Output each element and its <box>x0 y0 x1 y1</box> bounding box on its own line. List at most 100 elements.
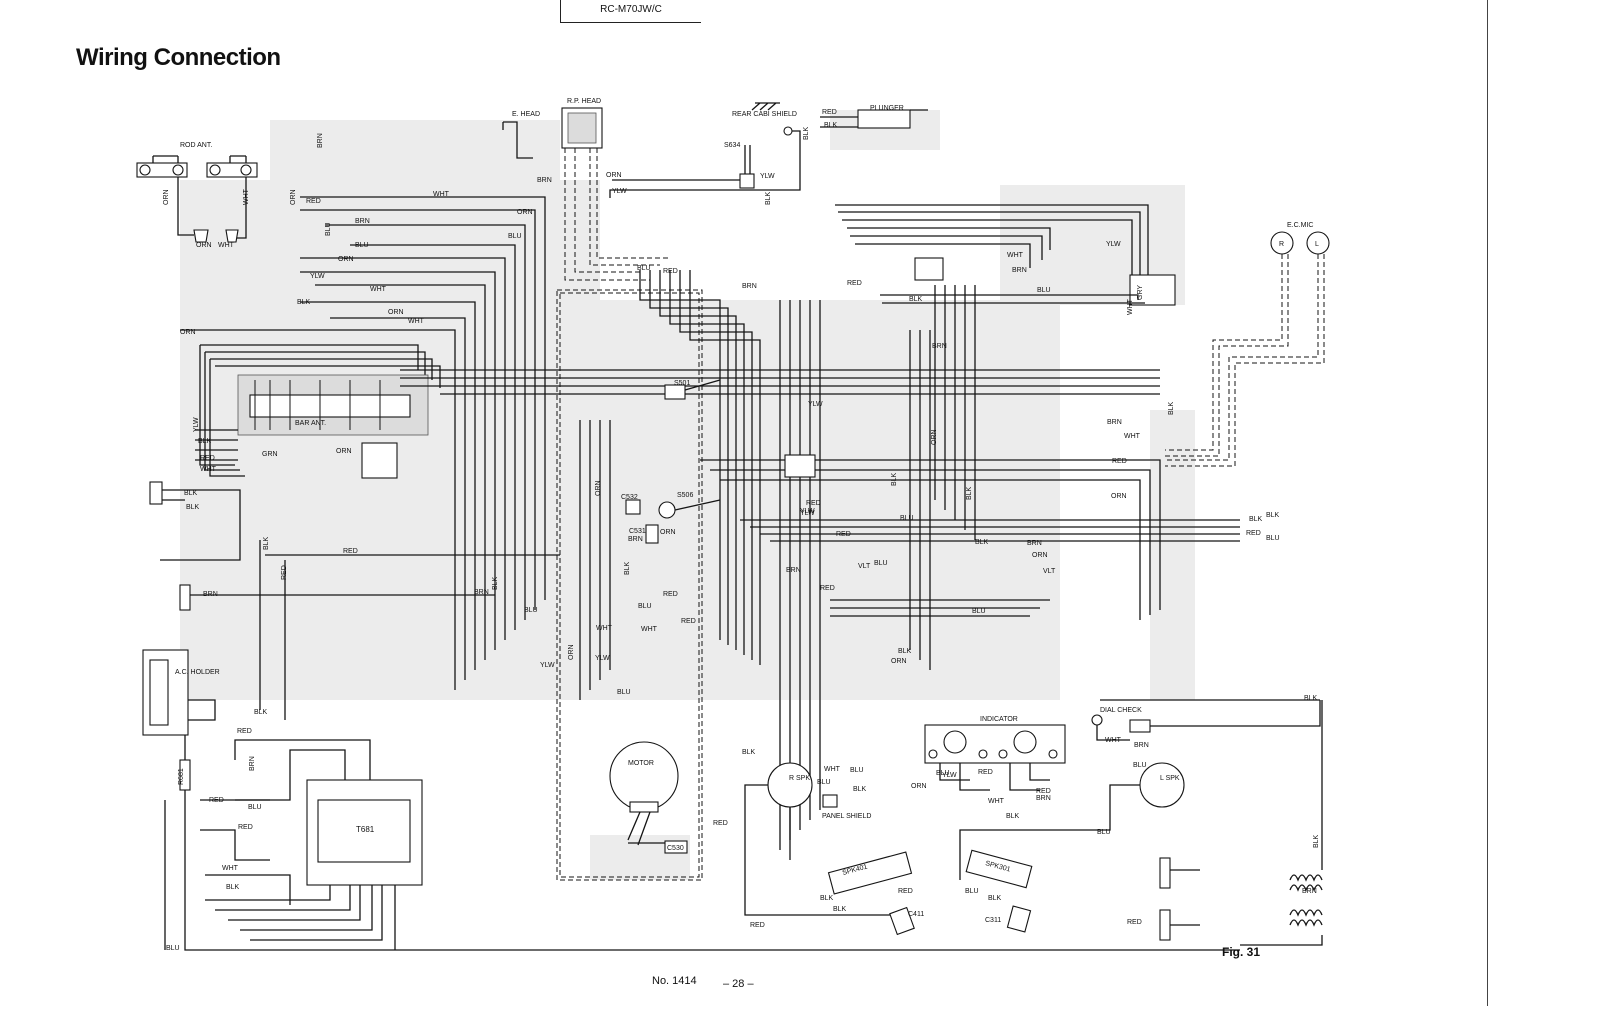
main-board-outline <box>556 289 703 881</box>
wire-tag: RED <box>820 585 835 592</box>
wire-tag: BRN <box>355 218 370 225</box>
wire-tag: BLU <box>637 265 651 272</box>
wire-tag: BLK <box>297 299 311 306</box>
wire-tag: BLU <box>508 233 522 240</box>
wire-tag: WHT <box>596 625 613 632</box>
r681-label: R681 <box>178 768 185 785</box>
document-number: No. 1414 <box>652 975 697 987</box>
t681-label: T681 <box>356 825 375 834</box>
wire-tag: RED <box>663 268 678 275</box>
wire-tag: RED <box>238 824 253 831</box>
wire-tag: WHT <box>824 766 841 773</box>
wire-tag: ORN <box>388 309 404 316</box>
s501-label: S501 <box>674 380 690 387</box>
wire-tag: BRN <box>1302 888 1317 895</box>
l-spk-label: L SPK <box>1160 775 1180 782</box>
wire-tag: YLW <box>612 188 627 195</box>
upper-left-bundle <box>180 196 546 690</box>
wire-tag: BLK <box>975 539 989 546</box>
wire-tag: WHT <box>370 286 387 293</box>
wire-tag: RED <box>750 922 765 929</box>
wire-tag: BLK <box>988 895 1002 902</box>
model-number: RC-M70JW/C <box>560 0 701 23</box>
wire-tag: BLU <box>524 607 538 614</box>
bar-antenna-board <box>195 374 429 479</box>
wire-tag: BLU <box>972 608 986 615</box>
ec-mic-label: E.C.MIC <box>1287 222 1313 229</box>
wire-tag: RED <box>822 109 837 116</box>
wire-tag: RED <box>1127 919 1142 926</box>
wire-tag: RED <box>306 198 321 205</box>
wire-tag: WHT <box>243 188 250 205</box>
heads <box>502 107 670 281</box>
wire-tag: BLU <box>248 804 262 811</box>
wire-tag: BLU <box>817 779 831 786</box>
wire-tag: RED <box>836 531 851 538</box>
wire-tag: VLT <box>858 563 871 570</box>
wire-tag: BLK <box>742 749 756 756</box>
wire-tag: BLU <box>850 767 864 774</box>
wire-tag: WHT <box>222 865 239 872</box>
dial-check-label: DIAL CHECK <box>1100 707 1142 714</box>
wire-tag: ORN <box>606 172 622 179</box>
wire-tag: BLU <box>1097 829 1111 836</box>
r-spk-label: R SPK <box>789 775 810 782</box>
wire-tag: BLU <box>900 515 914 522</box>
dial-check <box>1091 699 1321 741</box>
figure-number: Fig. 31 <box>1222 945 1261 959</box>
wire-tag: WHT <box>200 466 217 473</box>
wire-tag: BLK <box>824 122 838 129</box>
wire-tag: BLK <box>492 576 499 590</box>
wire-tag: BLU <box>638 603 652 610</box>
wire-tag: BLU <box>166 945 180 952</box>
wire-tag: RED <box>663 591 678 598</box>
wire-tag: BLU <box>1037 287 1051 294</box>
c532-label: C532 <box>621 494 638 501</box>
wire-tag: YLW <box>942 772 957 779</box>
wire-tag: BLU <box>617 689 631 696</box>
wire-tag: BRN <box>742 283 757 290</box>
wire-tag: RED <box>200 455 215 462</box>
rod-antenna <box>136 155 258 243</box>
indicator-label: INDICATOR <box>980 716 1018 723</box>
wire-tag: BRN <box>474 589 489 596</box>
wire-tag: WHT <box>218 242 235 249</box>
wire-tag: RED <box>713 820 728 827</box>
wire-tag: BRN <box>317 133 324 148</box>
wire-tag: WHT <box>433 191 450 198</box>
wire-tag: BLK <box>1313 834 1320 848</box>
central-bundle <box>400 270 1240 850</box>
motor <box>609 741 688 854</box>
transformer-t681 <box>200 739 423 950</box>
e-head-label: E. HEAD <box>512 111 540 118</box>
wire-tag: BLK <box>765 191 772 205</box>
wire-tag: WHT <box>408 318 425 325</box>
wire-tag: BRN <box>1036 795 1051 802</box>
wire-tag: BRN <box>249 756 256 771</box>
wire-tag: BRN <box>1027 540 1042 547</box>
speakers <box>744 762 1185 936</box>
wire-tag: BRN <box>1107 419 1122 426</box>
wire-tag: ORN <box>660 529 676 536</box>
wire-tag: BLK <box>820 895 834 902</box>
wire-tag: YLW <box>595 655 610 662</box>
plunger-label: PLUNGER <box>870 105 904 112</box>
wire-tag: RED <box>281 565 288 580</box>
wire-tag: BLK <box>254 709 268 716</box>
upper-right-wiring <box>835 204 1176 540</box>
wire-tag: BLU <box>1266 535 1280 542</box>
wire-tag: ORN <box>1111 493 1127 500</box>
rod-ant-label: ROD ANT. <box>180 142 212 149</box>
wire-tag: RED <box>978 769 993 776</box>
page-title: Wiring Connection <box>76 44 281 71</box>
page-number: – 28 – <box>723 978 754 990</box>
wire-tag: ORN <box>517 209 533 216</box>
wire-tag: BLU <box>936 770 950 777</box>
wire-tag: ORN <box>911 783 927 790</box>
coils <box>1159 700 1323 946</box>
wire-tag: RED <box>806 500 821 507</box>
panel-shield-label: PANEL SHIELD <box>822 813 871 820</box>
wire-tag: WHT <box>1127 298 1134 315</box>
wire-tag: BLK <box>966 486 973 500</box>
